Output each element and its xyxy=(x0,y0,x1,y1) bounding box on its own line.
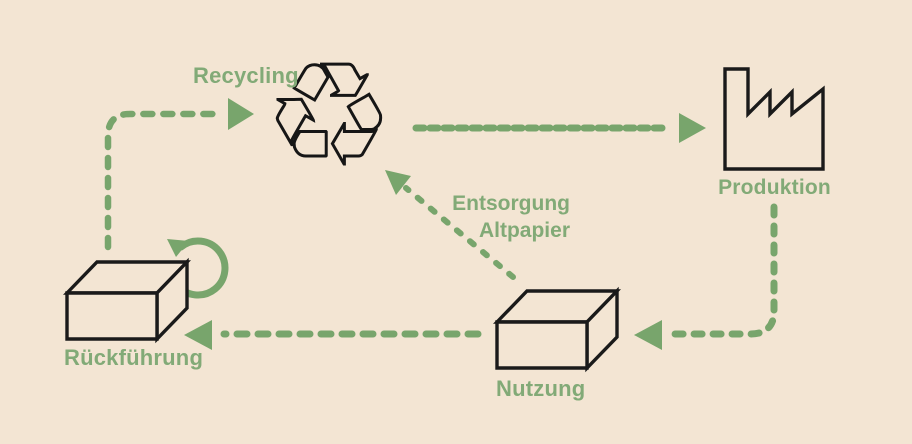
node-label-rueckfuehrung: Rückführung xyxy=(64,345,204,370)
edge-label-line1: Entsorgung xyxy=(452,192,570,215)
box-icon-rueckfuehrung xyxy=(62,257,192,344)
edge-rueckfuehrung-to-recycling xyxy=(104,110,226,251)
arrowhead-to-recycling xyxy=(228,98,254,130)
node-label-nutzung: Nutzung xyxy=(496,376,586,401)
node-label-recycling: Recycling xyxy=(193,63,299,88)
edge-nutzung-to-recycling xyxy=(403,185,516,280)
loop-arc xyxy=(173,237,229,299)
arrowhead-to-rueckfuehrung xyxy=(184,320,212,350)
box-icon-nutzung xyxy=(492,286,622,373)
arrowhead-entsorgung xyxy=(385,170,411,195)
node-label-produktion: Produktion xyxy=(718,176,831,199)
edge-label-entsorgung-altpapier: Entsorgung Altpapier xyxy=(420,190,570,244)
edge-produktion-to-nutzung xyxy=(668,203,778,338)
factory-icon xyxy=(723,67,825,171)
recycle-icon: ♻ xyxy=(264,33,394,198)
edge-label-line2: Altpapier xyxy=(478,219,570,242)
loop-arrow-icon xyxy=(167,237,229,299)
factory-outline xyxy=(723,67,825,171)
box-front-face xyxy=(65,291,159,341)
box-front-face xyxy=(495,320,589,370)
arrowhead-to-produktion xyxy=(679,113,706,143)
loop-arrowhead xyxy=(167,239,189,257)
arrowhead-to-nutzung xyxy=(634,320,662,350)
